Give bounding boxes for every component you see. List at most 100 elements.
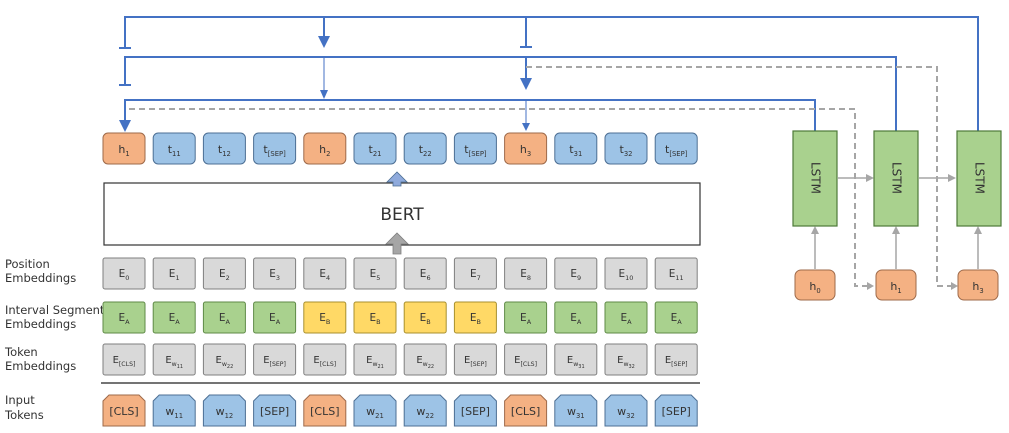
input-token-1: [152, 394, 196, 427]
output-token-8: [504, 132, 548, 165]
input-token-label-0-base: [CLS]: [109, 405, 138, 418]
position-embedding-label-5: E5: [370, 268, 381, 282]
segment-embedding-label-11: EA: [671, 312, 683, 326]
token-embedding-label-10: Ew32: [617, 355, 635, 370]
output-token-9: [554, 132, 598, 165]
lstm-chain-arrows: [811, 174, 982, 269]
position-embedding-label-9: E9: [570, 268, 581, 282]
output-token-label-4-sub: 2: [326, 150, 330, 158]
segment-embedding-label-5-sub: B: [376, 318, 380, 326]
input-token-9: [554, 394, 598, 427]
output-token-label-1: t11: [168, 143, 181, 158]
segment-embedding-label-8-base: E: [520, 312, 527, 324]
position-embedding-3: [253, 257, 297, 290]
output-token-6: [403, 132, 447, 165]
token-label-line1: Token: [4, 345, 38, 359]
segment-embedding-label-4: EB: [319, 312, 330, 326]
token-embedding-label-2-sub: w: [222, 361, 227, 368]
token-embedding-6: [403, 343, 447, 376]
token-embedding-row: E[CLS]Ew11Ew22E[SEP]E[CLS]Ew21Ew22E[SEP]…: [102, 343, 698, 376]
segment-embedding-label-0: EA: [118, 312, 130, 326]
segment-embedding-label-6-sub: B: [426, 318, 430, 326]
input-token-4: [303, 394, 347, 427]
token-embedding-label-0-sub: [CLS]: [119, 361, 136, 368]
token-embedding-label-4: E[CLS]: [313, 355, 336, 368]
segment-embedding-label-11-sub: A: [677, 318, 682, 326]
token-embedding-label-8-sub: [CLS]: [520, 361, 537, 368]
input-token-label-11-base: [SEP]: [662, 405, 691, 418]
segment-embedding-label-2-base: E: [219, 312, 226, 324]
bert-label: BERT: [380, 205, 424, 225]
input-token-label-4: [CLS]: [310, 405, 339, 418]
token-embedding-9: [554, 343, 598, 376]
input-token-label-2: w12: [216, 405, 234, 420]
token-embedding-label-3-sub: [SEP]: [270, 361, 286, 368]
segment-embedding-label-2-sub: A: [225, 318, 230, 326]
position-embedding-label-0: E0: [119, 268, 130, 282]
output-token-label-9-sub: 31: [574, 150, 583, 158]
position-embedding-label-1-sub: 1: [175, 274, 179, 282]
position-embedding-10: [604, 257, 648, 290]
output-token-label-8-sub: 3: [527, 150, 531, 158]
input-token-label-3-base: [SEP]: [260, 405, 289, 418]
input-token-7: [453, 394, 497, 427]
dashed-arrow-h3: [951, 282, 958, 290]
output-token-label-10-sub: 32: [624, 150, 633, 158]
output-token-label-1-sub: 11: [172, 150, 181, 158]
lstm1-arrow-h1: [119, 120, 131, 132]
segment-embedding-label-6: EB: [420, 312, 431, 326]
token-embedding-label-0-base: E: [113, 355, 119, 366]
input-token-label-9-sub: 31: [576, 412, 585, 420]
input-token-label-7-base: [SEP]: [461, 405, 490, 418]
position-embedding-6: [403, 257, 447, 290]
lstm-cell-1: [792, 130, 838, 227]
lstm-cell-3-label: LSTM: [973, 162, 987, 194]
output-token-label-7-base: t: [464, 143, 469, 156]
token-embedding-label-6-base: E: [416, 355, 422, 366]
dashed-connections: [129, 66, 952, 287]
input-token-11: [654, 394, 698, 427]
token-embedding-11: [654, 343, 698, 376]
segment-embedding-label-5-base: E: [369, 312, 376, 324]
output-token-7: [453, 132, 497, 165]
token-embedding-label-1-base: E: [165, 355, 171, 366]
lstm-input-2: [957, 269, 999, 301]
lstm-cell-3: [956, 130, 1002, 227]
token-embedding-2: [202, 343, 246, 376]
input-token-8: [504, 394, 548, 427]
token-embedding-label-4-base: E: [313, 355, 319, 366]
output-token-label-3-base: t: [263, 143, 268, 156]
input-token-label-6-base: w: [416, 405, 425, 418]
position-embedding-label-2-sub: 2: [226, 274, 230, 282]
lstm3-feedback-line: [124, 16, 979, 131]
token-embedding-label-5-sub: w: [372, 361, 377, 368]
input-token-label-10: w32: [617, 405, 635, 420]
output-token-3: [253, 132, 297, 165]
input-token-label-3: [SEP]: [260, 405, 289, 418]
token-embedding-label-8-base: E: [514, 355, 520, 366]
token-embedding-label-0: E[CLS]: [113, 355, 136, 368]
segment-label-line1: Interval Segment: [5, 303, 105, 317]
lstm1-arrow-h3: [522, 123, 530, 131]
token-embedding-4: [303, 343, 347, 376]
token-embedding-label-9: Ew31: [567, 355, 585, 370]
position-embedding-label-4: E4: [319, 268, 330, 282]
token-embedding-label-6: Ew22: [416, 355, 434, 370]
token-embedding-1: [152, 343, 196, 376]
input-token-label-10-sub: 32: [626, 412, 635, 420]
token-embedding-label-6-subsub: 22: [428, 364, 434, 370]
lstm-input-label-0-base: h: [809, 280, 816, 293]
output-token-label-2-sub: 12: [222, 150, 231, 158]
lstm-input-label-1-sub: 1: [897, 287, 901, 295]
position-embedding-label-0-sub: 0: [125, 274, 129, 282]
input-token-10: [604, 394, 648, 427]
segment-embedding-label-8-sub: A: [527, 318, 532, 326]
output-token-label-7: t[SEP]: [464, 143, 487, 158]
position-embedding-label-5-sub: 5: [376, 274, 380, 282]
position-embedding-label-8: E8: [520, 268, 531, 282]
input-token-label-8-base: [CLS]: [511, 405, 540, 418]
